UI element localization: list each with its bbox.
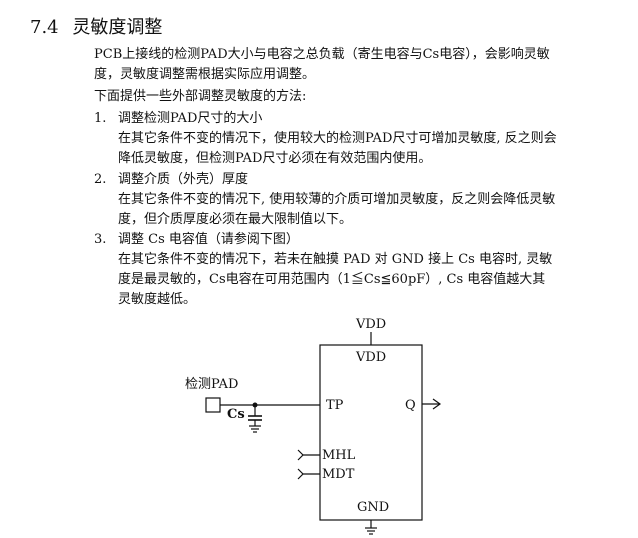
section-title: 灵敏度调整 xyxy=(72,17,163,38)
chip-body xyxy=(319,344,423,521)
vdd-supply-label: VDD xyxy=(355,317,386,332)
method-title-2: 2. 调整介质（外壳）厚度 xyxy=(94,170,248,190)
cs-label: Cs xyxy=(227,407,245,422)
pin-vdd-label: VDD xyxy=(355,350,386,365)
mhl-arrow-icon xyxy=(297,449,304,461)
method-number-3: 3. xyxy=(94,232,107,247)
method-title-text-1: 调整检测PAD尺寸的大小 xyxy=(118,111,263,126)
pin-gnd-label: GND xyxy=(357,500,389,515)
pin-q-label: Q xyxy=(405,398,416,413)
method-title-1: 1. 调整检测PAD尺寸的大小 xyxy=(94,109,262,129)
method-title-text-2: 调整介质（外壳）厚度 xyxy=(118,172,249,187)
method-body-1: 在其它条件不变的情况下，使用较大的检测PAD尺寸可增加灵敏度, 反之则会降低灵敏… xyxy=(118,131,557,166)
pin-tp-label: TP xyxy=(326,398,344,413)
method-title-text-3: 调整 Cs 电容值（请参阅下图） xyxy=(118,232,299,247)
method-title-3: 3. 调整 Cs 电容值（请参阅下图） xyxy=(94,230,299,250)
pin-mhl-label: MHL xyxy=(322,448,356,463)
cap-ground-icon xyxy=(249,425,261,433)
section-number: 7.4 xyxy=(30,17,59,38)
pad-symbol xyxy=(205,397,221,413)
method-number-1: 1. xyxy=(94,111,107,126)
method-number-2: 2. xyxy=(94,172,107,187)
method-body-3: 在其它条件不变的情况下，若未在触摸 PAD 对 GND 接上 Cs 电容时, 灵… xyxy=(118,252,553,307)
pad-label: 检测PAD xyxy=(185,377,238,392)
mdt-arrow-icon xyxy=(297,468,304,480)
chip-ground-icon xyxy=(365,527,377,535)
pin-mdt-label: MDT xyxy=(322,467,355,482)
q-arrow-icon xyxy=(432,398,442,410)
intro-paragraph: PCB上接线的检测PAD大小与电容之总负载（寄生电容与Cs电容），会影响灵敏度，… xyxy=(94,47,550,82)
section-heading: 7.4 灵敏度调整 xyxy=(30,16,162,40)
methods-intro: 下面提供一些外部调整灵敏度的方法: xyxy=(94,89,307,104)
method-body-2: 在其它条件不变的情况下, 使用较薄的介质可增加灵敏度，反之则会降低灵敏度，但介质… xyxy=(118,192,556,227)
